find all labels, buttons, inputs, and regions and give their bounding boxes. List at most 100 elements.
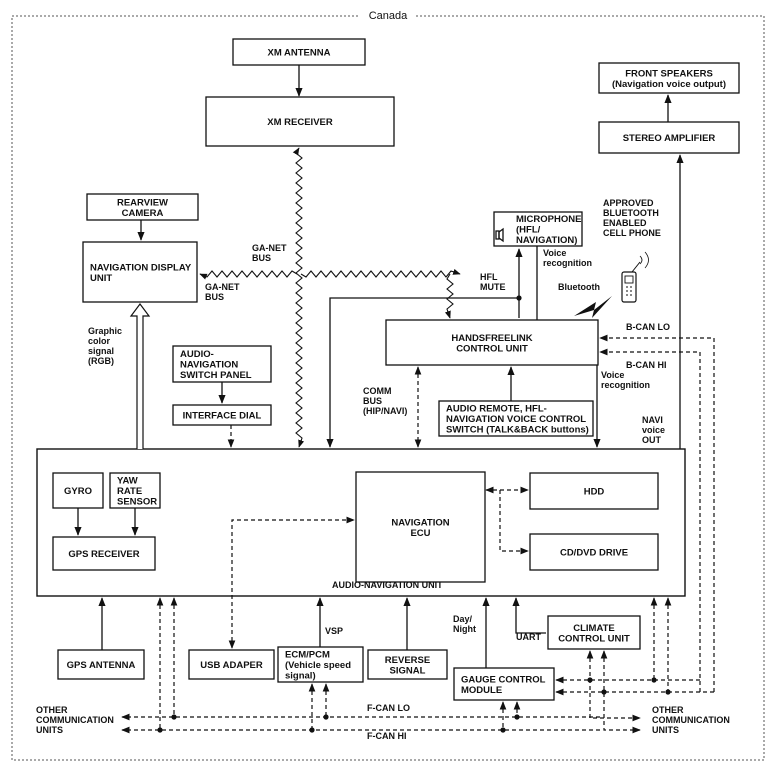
yaw-sensor-label: YAW — [117, 476, 138, 487]
gauge-control-label: MODULE — [461, 685, 502, 696]
hdd-box: HDD — [529, 472, 659, 510]
junction-dot — [516, 295, 522, 301]
audio-remote-label: SWITCH (TALK&BACK buttons) — [446, 425, 589, 436]
svg-text:BLUETOOTH: BLUETOOTH — [603, 208, 659, 218]
vsp-label: VSP — [325, 626, 343, 636]
usb-adapter-box: USB ADAPER — [188, 649, 275, 680]
connections — [74, 65, 715, 734]
connector — [586, 650, 641, 722]
svg-text:COMM: COMM — [363, 386, 392, 396]
svg-text:Voice: Voice — [543, 248, 566, 258]
junction-dot — [309, 727, 315, 733]
junction-dot — [601, 689, 607, 695]
svg-text:COMMUNICATION: COMMUNICATION — [652, 715, 730, 725]
gps-receiver-box: GPS RECEIVER — [52, 536, 156, 571]
audio-navigation-unit-frame — [36, 448, 686, 597]
svg-text:BUS: BUS — [252, 253, 271, 263]
ecm-pcm-label: signal) — [285, 671, 316, 682]
xm-antenna-label: XM ANTENNA — [268, 48, 331, 59]
bluetooth-label: Bluetooth — [558, 282, 600, 292]
svg-text:BUS: BUS — [363, 396, 382, 406]
svg-text:UNITS: UNITS — [36, 725, 63, 735]
switch-panel-label: AUDIO- — [180, 349, 214, 360]
audio-remote-label: AUDIO REMOTE, HFL- — [446, 404, 547, 415]
day-night-label: Day/Night — [453, 614, 476, 634]
svg-text:F-CAN LO: F-CAN LO — [367, 703, 410, 713]
handsfreelink-label: CONTROL UNIT — [456, 343, 528, 354]
gauge-control-label: GAUGE CONTROL — [461, 674, 546, 685]
switch-panel-label: NAVIGATION — [180, 360, 238, 371]
svg-text:B-CAN LO: B-CAN LO — [626, 322, 670, 332]
bcan-lo-label: B-CAN LO — [626, 322, 670, 332]
audio-remote-box: AUDIO REMOTE, HFL-NAVIGATION VOICE CONTR… — [438, 400, 594, 437]
microphone-label: NAVIGATION) — [516, 235, 577, 246]
lightning-bolt-icon — [574, 296, 612, 318]
svg-text:(RGB): (RGB) — [88, 356, 114, 366]
svg-text:UART: UART — [516, 632, 541, 642]
junction-dot — [514, 714, 520, 720]
svg-text:Day/: Day/ — [453, 614, 473, 624]
junction-dot — [323, 714, 329, 720]
uart-label: UART — [516, 632, 541, 642]
rearview-camera-label: CAMERA — [122, 208, 164, 219]
microphone-label: MICROPHONE — [516, 214, 581, 225]
xm-antenna-box: XM ANTENNA — [232, 38, 366, 66]
cell-phone-icon — [621, 251, 649, 303]
svg-text:APPROVED: APPROVED — [603, 198, 654, 208]
front-speakers-label: (Navigation voice output) — [612, 79, 726, 90]
microphone-label: (HFL/ — [516, 225, 541, 236]
connector — [599, 348, 701, 692]
svg-text:AUDIO-NAVIGATION UNIT: AUDIO-NAVIGATION UNIT — [332, 580, 443, 590]
hdd-label: HDD — [584, 487, 605, 498]
svg-text:Graphic: Graphic — [88, 326, 122, 336]
svg-text:Bluetooth: Bluetooth — [558, 282, 600, 292]
svg-text:recognition: recognition — [601, 380, 650, 390]
svg-text:B-CAN HI: B-CAN HI — [626, 360, 667, 370]
reverse-signal-label: SIGNAL — [390, 665, 426, 676]
stereo-amplifier-label: STEREO AMPLIFIER — [623, 133, 716, 144]
svg-text:GA-NET: GA-NET — [252, 243, 287, 253]
gyro-box: GYRO — [52, 472, 104, 509]
svg-text:VSP: VSP — [325, 626, 343, 636]
ecm-pcm-label: (Vehicle speed — [285, 660, 351, 671]
svg-text:Voice: Voice — [601, 370, 624, 380]
svg-text:BUS: BUS — [205, 292, 224, 302]
region-label-bg — [360, 8, 416, 22]
microphone-box: MICROPHONE(HFL/NAVIGATION) — [493, 211, 583, 247]
audio-navigation-unit-label: AUDIO-NAVIGATION UNIT — [332, 580, 443, 590]
gps-antenna-box: GPS ANTENNA — [57, 649, 145, 680]
reverse-signal-label: REVERSE — [385, 655, 430, 666]
gps-receiver-label: GPS RECEIVER — [68, 549, 139, 560]
climate-control-label: CLIMATE — [573, 623, 615, 634]
navigation-display-label: UNIT — [90, 273, 112, 284]
svg-text:HFL: HFL — [480, 272, 498, 282]
svg-text:signal: signal — [88, 346, 114, 356]
svg-text:UNITS: UNITS — [652, 725, 679, 735]
svg-text:voice: voice — [642, 425, 665, 435]
yaw-sensor-label: SENSOR — [117, 497, 157, 508]
ga-net-bus-line — [444, 273, 454, 319]
boxes: XM ANTENNA XM RECEIVER FRONT SPEAKERS(Navi… — [52, 38, 740, 701]
junction-dot — [651, 677, 657, 683]
rearview-camera-label: REARVIEW — [117, 197, 168, 208]
svg-text:ENABLED: ENABLED — [603, 218, 647, 228]
stereo-amplifier-box: STEREO AMPLIFIER — [598, 121, 740, 154]
ga-net-bus-line — [292, 147, 305, 448]
xm-receiver-box: XM RECEIVER — [205, 96, 395, 147]
front-speakers-box: FRONT SPEAKERS(Navigation voice output) — [598, 62, 740, 94]
front-speakers-label: FRONT SPEAKERS — [625, 68, 713, 79]
